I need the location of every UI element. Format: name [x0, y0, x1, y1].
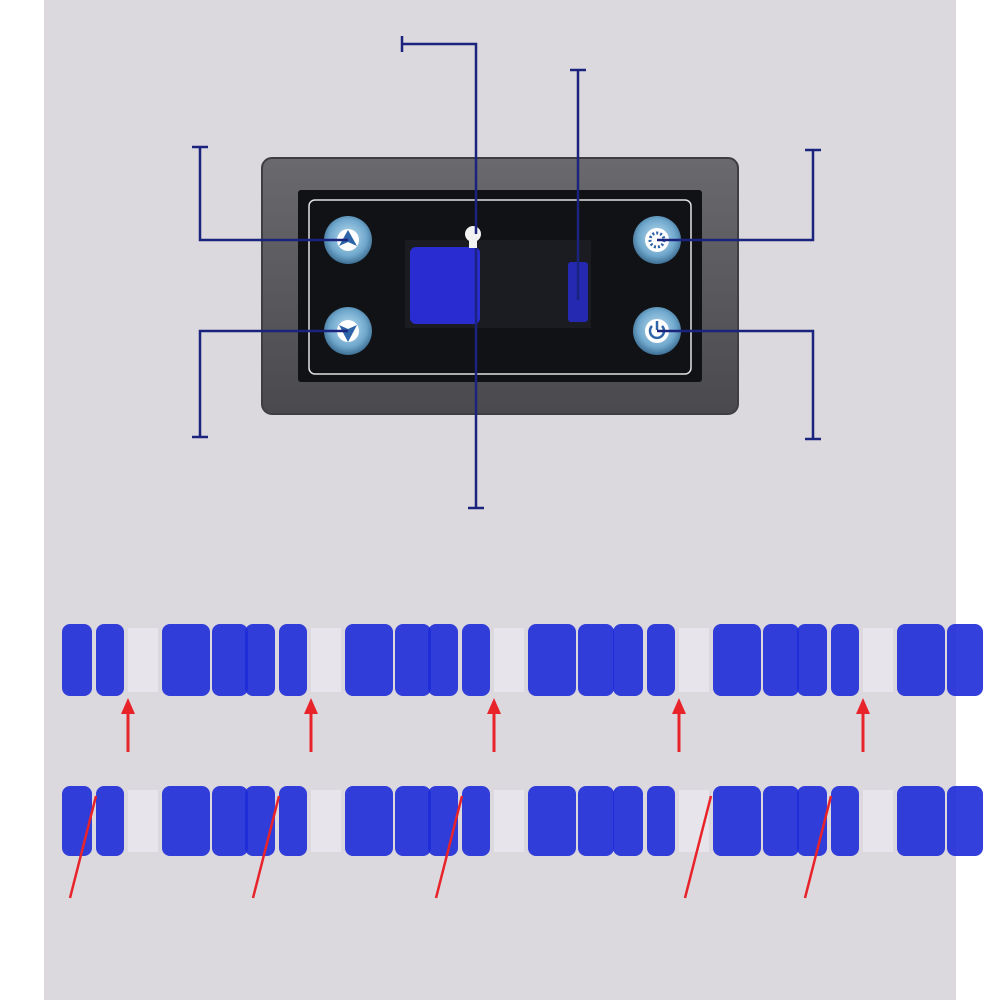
digit-segment	[428, 786, 458, 856]
digit-segment	[647, 624, 675, 696]
arrow-shaft	[434, 795, 464, 899]
digit-group	[797, 786, 983, 899]
digit-group	[62, 624, 248, 752]
digit-segment	[713, 786, 761, 856]
leader-lines	[192, 36, 821, 510]
digit-segment	[212, 624, 248, 696]
digit-segment	[797, 624, 827, 696]
digit-segment	[613, 624, 643, 696]
face-border	[308, 199, 692, 375]
digit-segment	[345, 786, 393, 856]
digit-segment	[162, 786, 210, 856]
digit-group	[797, 624, 983, 752]
leader-bottom-left	[198, 329, 348, 437]
digit-segment	[647, 786, 675, 856]
digit-segment	[462, 786, 490, 856]
digit-segment	[528, 786, 576, 856]
digit-segment	[578, 624, 614, 696]
digit-gap	[128, 790, 158, 852]
up-arrow-icon	[339, 230, 357, 246]
digit-gap	[311, 790, 341, 852]
arrow-shaft	[251, 795, 281, 899]
digit-segment	[245, 786, 275, 856]
digit-group	[245, 786, 431, 899]
leader-bottom-right	[657, 329, 815, 439]
digit-segment	[62, 624, 92, 696]
digit-segment	[162, 624, 210, 696]
digit-group	[428, 624, 614, 752]
digit-segment	[897, 624, 945, 696]
digit-segment	[831, 624, 859, 696]
arrow-shaft	[683, 795, 713, 899]
digit-segment	[897, 786, 945, 856]
digit-segment	[462, 624, 490, 696]
digit-segment	[613, 786, 643, 856]
led-leg	[469, 234, 477, 248]
digit-segment	[763, 624, 799, 696]
controller-device	[261, 157, 739, 415]
digit-group	[62, 786, 248, 899]
digit-segment	[345, 624, 393, 696]
digit-segment	[245, 624, 275, 696]
leader-top-right	[657, 150, 815, 242]
leader-top-left	[198, 147, 348, 242]
digit-segment	[96, 786, 124, 856]
arrow-head-icon	[856, 698, 870, 714]
digit-gap	[311, 628, 341, 692]
digit-group	[428, 786, 614, 899]
digit-segment	[279, 624, 307, 696]
digit-gap	[494, 628, 524, 692]
digit-segment	[797, 786, 827, 856]
digit-segment	[395, 624, 431, 696]
digit-segment	[212, 786, 248, 856]
digit-segment	[947, 786, 983, 856]
lcd-glow	[410, 247, 480, 324]
digit-segment	[96, 624, 124, 696]
digit-segment	[831, 786, 859, 856]
digit-segment	[428, 624, 458, 696]
power-icon	[648, 325, 666, 340]
arrow-head-icon	[121, 698, 135, 714]
digit-segment	[578, 786, 614, 856]
digit-segment	[279, 786, 307, 856]
arrow-head-icon	[304, 698, 318, 714]
arrow-shaft	[803, 795, 833, 899]
arrow-shaft	[68, 795, 98, 899]
digit-gap	[863, 628, 893, 692]
digit-gap	[494, 790, 524, 852]
digit-segment	[763, 786, 799, 856]
digit-segment	[947, 624, 983, 696]
leader-led-top	[402, 42, 478, 234]
digit-gap	[128, 628, 158, 692]
digit-gap	[679, 628, 709, 692]
digit-group	[613, 624, 799, 752]
down-arrow-icon	[339, 325, 357, 342]
arrow-head-icon	[672, 698, 686, 714]
digit-segment	[713, 624, 761, 696]
digit-segment	[528, 624, 576, 696]
digit-segment	[62, 786, 92, 856]
digit-group	[245, 624, 431, 752]
arrow-head-icon	[487, 698, 501, 714]
digit-gap	[863, 790, 893, 852]
digit-segment	[395, 786, 431, 856]
digit-group	[613, 786, 799, 899]
digit-rows	[62, 624, 983, 899]
